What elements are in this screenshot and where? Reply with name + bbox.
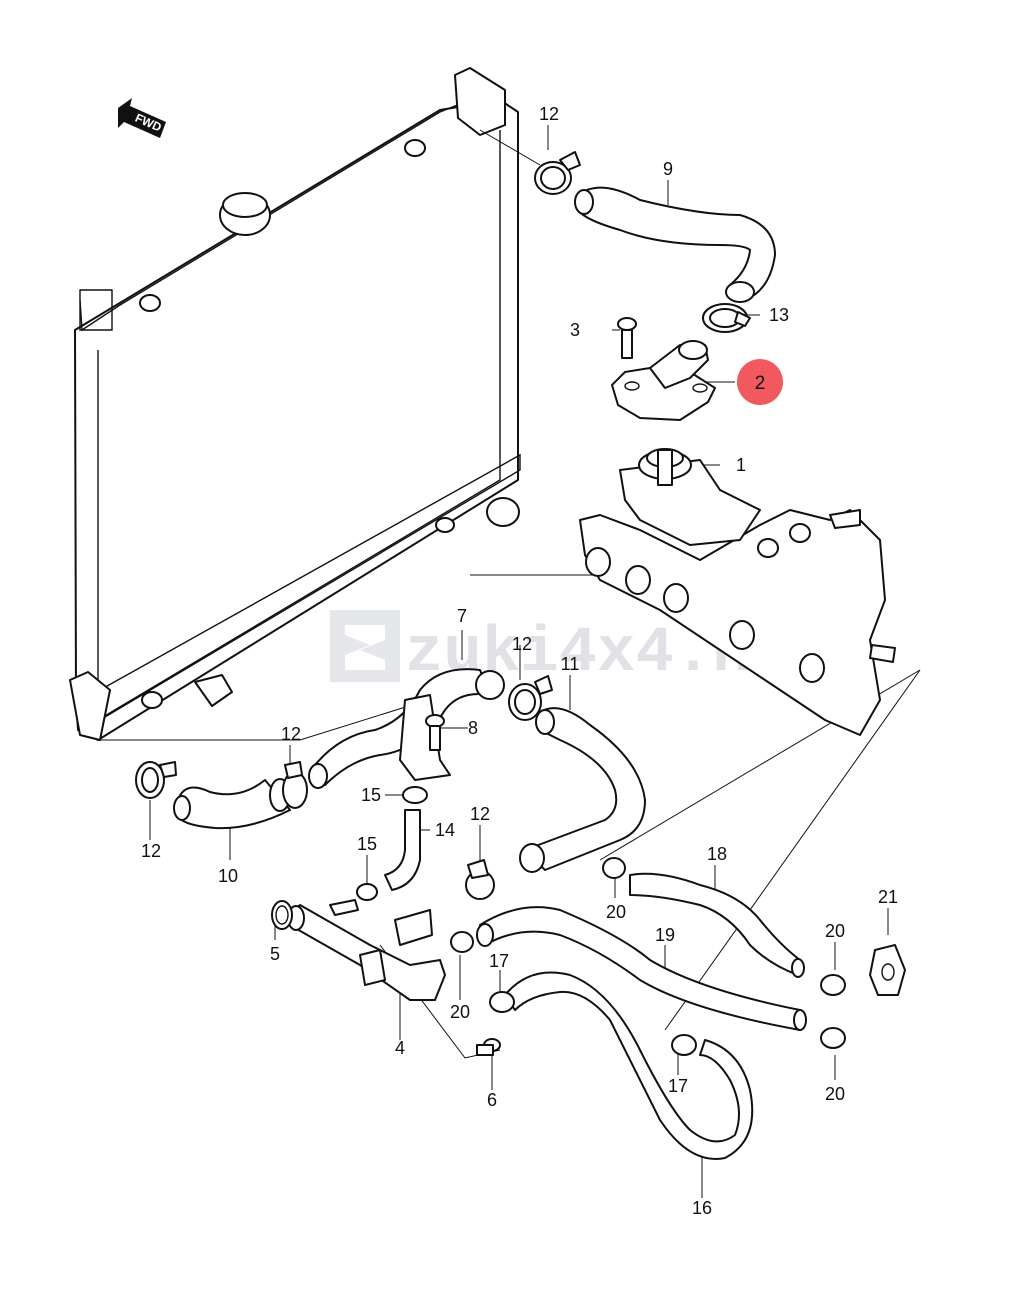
part-label-19[interactable]: 19 [655, 925, 675, 945]
part-label-20-left[interactable]: 20 [450, 1002, 470, 1022]
clamp-17-right [671, 1034, 697, 1056]
part-label-7[interactable]: 7 [457, 606, 467, 626]
hose-11 [519, 707, 646, 873]
part-label-12-left[interactable]: 12 [141, 841, 161, 861]
part-label-12-middle[interactable]: 12 [512, 634, 532, 654]
clamp-12-left-mid [282, 761, 308, 809]
part-label-17-right[interactable]: 17 [668, 1076, 688, 1096]
clamp-15-bottom [356, 883, 378, 901]
part-label-17-left[interactable]: 17 [489, 951, 509, 971]
highlight-circle[interactable] [737, 359, 783, 405]
part-label-11[interactable]: 11 [561, 654, 580, 674]
clamp-20-mid [602, 857, 626, 879]
part-label-16[interactable]: 16 [692, 1198, 712, 1218]
part-label-6[interactable]: 6 [487, 1090, 497, 1110]
part-label-3[interactable]: 3 [570, 320, 580, 340]
part-label-21[interactable]: 21 [878, 887, 898, 907]
part-label-4[interactable]: 4 [395, 1038, 405, 1058]
fwd-arrow-icon: FWD [118, 98, 166, 138]
thermostat [638, 448, 692, 486]
part-label-18[interactable]: 18 [707, 844, 727, 864]
clamp-20-left [450, 931, 474, 953]
clamp-13 [702, 303, 751, 333]
o-ring-5 [271, 900, 293, 930]
clamp-12-top [534, 151, 581, 195]
clamp-20-right-top [820, 974, 846, 996]
part-label-15-top[interactable]: 15 [361, 785, 381, 805]
part-label-20-right-bottom[interactable]: 20 [825, 1084, 845, 1104]
part-label-1[interactable]: 1 [736, 455, 746, 475]
clamp-12-middle [508, 675, 553, 721]
intake-manifold [579, 459, 896, 736]
hose-14 [384, 809, 421, 891]
part-labels: 1 3 4 5 6 7 8 9 10 11 12 12 12 12 12 13 … [141, 104, 898, 1218]
hose-18 [629, 872, 805, 978]
clamp-12-left [135, 761, 177, 799]
clamp-15-top [402, 786, 428, 804]
thermostat-housing [611, 340, 716, 421]
clamp-12-lower [465, 859, 495, 900]
radiator [69, 67, 521, 741]
part-label-12-top[interactable]: 12 [539, 104, 559, 124]
part-label-20-mid[interactable]: 20 [606, 902, 626, 922]
part-label-8[interactable]: 8 [468, 718, 478, 738]
hose-9 [574, 186, 776, 303]
highlight-marker[interactable]: 2 [737, 359, 783, 405]
part-label-20-right-top[interactable]: 20 [825, 921, 845, 941]
part-label-5[interactable]: 5 [270, 944, 280, 964]
part-label-12-left-mid[interactable]: 12 [281, 724, 301, 744]
clip-21 [869, 944, 906, 996]
part-label-9[interactable]: 9 [663, 159, 673, 179]
hose-7 [308, 668, 505, 789]
water-pipe-4 [287, 899, 446, 1001]
part-label-2-highlighted[interactable]: 2 [755, 373, 766, 394]
bolt-8 [425, 714, 445, 751]
hose-10 [173, 778, 291, 830]
bolt-3 [617, 317, 637, 359]
watermark-logo-icon [330, 610, 400, 682]
clamp-20-right-bottom [820, 1027, 846, 1049]
part-label-13[interactable]: 13 [769, 305, 789, 325]
hose-16 [504, 971, 754, 1160]
part-label-14[interactable]: 14 [435, 820, 455, 840]
part-label-10[interactable]: 10 [218, 866, 238, 886]
hose-19 [476, 906, 807, 1031]
bolt-6 [476, 1038, 501, 1056]
part-label-12-lower[interactable]: 12 [470, 804, 490, 824]
clamp-17-left [489, 991, 515, 1013]
part-label-15-bottom[interactable]: 15 [357, 834, 377, 854]
